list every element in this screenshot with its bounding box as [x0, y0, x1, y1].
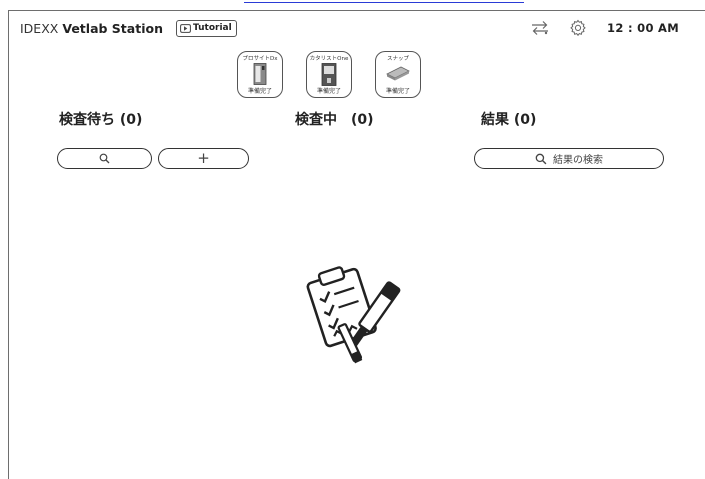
search-icon: [535, 153, 547, 164]
device-name: カタリストOne: [309, 56, 349, 62]
results-search-label: 結果の検索: [553, 155, 603, 166]
app-frame: [8, 10, 705, 479]
pending-search-button[interactable]: [57, 148, 152, 169]
device-name: プロサイトDx: [242, 56, 278, 62]
results-search-button[interactable]: 結果の検索: [474, 148, 664, 169]
header-right: 12 : 00 AM: [529, 17, 679, 39]
add-button[interactable]: +: [158, 148, 249, 169]
pending-title: 検査待ち (0): [59, 112, 143, 128]
device-status: 準備完了: [247, 88, 272, 95]
transfer-arrows-icon[interactable]: [529, 19, 551, 37]
tutorial-button[interactable]: Tutorial: [175, 19, 237, 37]
app-header: IDEXX Vetlab Station Tutorial: [20, 18, 237, 38]
in-progress-title: 検査中 (0): [295, 112, 374, 128]
analyzer-box-icon: [321, 63, 337, 86]
search-icon: [99, 153, 110, 164]
device-tile-procyte[interactable]: プロサイトDx 準備完了: [237, 51, 283, 98]
tutorial-label: Tutorial: [192, 23, 232, 33]
play-icon: [180, 23, 191, 33]
device-status: 準備完了: [316, 88, 341, 95]
brand-name: Vetlab Station: [62, 20, 163, 36]
brand-prefix: IDEXX: [20, 20, 59, 36]
device-name: スナップ: [386, 56, 409, 62]
device-tile-catalyst[interactable]: カタリストOne 準備完了: [306, 51, 352, 98]
clock-time: 12 : 00 AM: [607, 21, 679, 35]
gear-icon[interactable]: [569, 19, 587, 37]
snap-test-icon: [386, 66, 410, 81]
analyzer-tall-icon: [253, 63, 267, 85]
device-status: 準備完了: [385, 88, 410, 95]
device-list: プロサイトDx 準備完了 カタリストOne 準備完了 スナップ 準備完了: [237, 51, 444, 98]
plus-icon: +: [197, 149, 210, 167]
results-title: 結果 (0): [481, 112, 537, 128]
device-tile-snap[interactable]: スナップ 準備完了: [375, 51, 421, 98]
clipboard-empty-state-icon: [306, 266, 401, 364]
top-link-underline[interactable]: [244, 2, 524, 4]
